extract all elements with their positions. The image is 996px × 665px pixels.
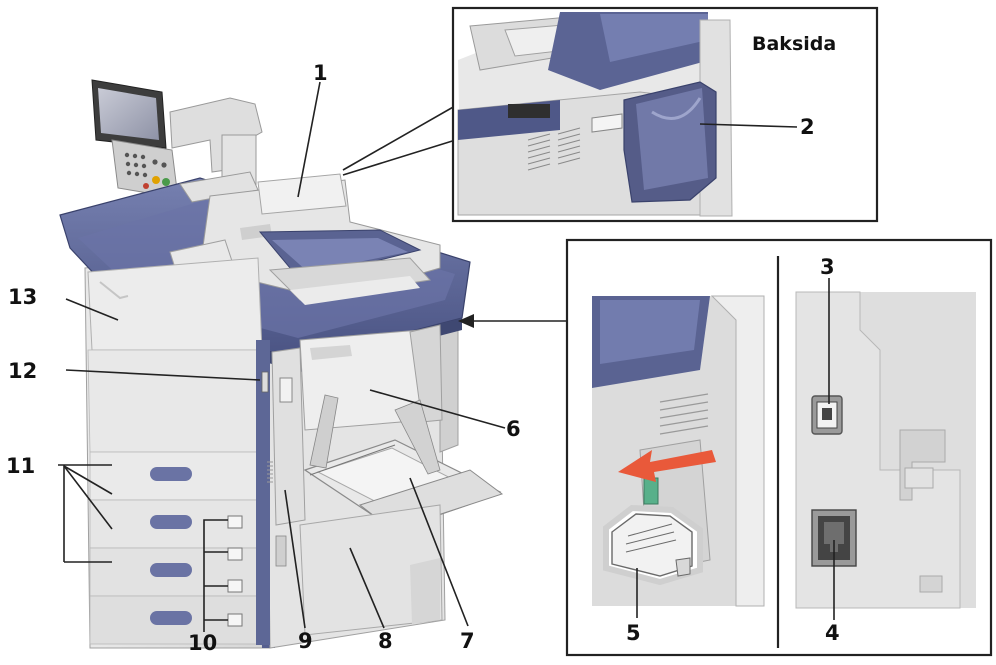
rear-view-inset: Baksida [342,6,879,223]
callout-13: 13 [8,285,37,309]
port-cover-icon [603,504,703,586]
callout-7: 7 [460,629,475,653]
paper-drawers [89,451,265,645]
red-arrow-icon [618,450,716,482]
callout-8: 8 [378,629,393,653]
callout-4: 4 [825,621,840,645]
callout-labels: 1 2 3 4 5 6 7 8 9 10 11 12 13 [6,61,840,655]
inset-title: Baksida [752,33,836,55]
callout-3: 3 [820,255,835,279]
callout-1: 1 [313,61,328,85]
callout-5: 5 [626,621,641,645]
control-panel [91,79,179,199]
copier-illustration [59,79,504,649]
callout-6: 6 [506,417,521,441]
callout-10: 10 [188,631,217,655]
usb-port-icon [811,395,843,435]
document-tray-icon [623,81,717,203]
callout-12: 12 [8,359,37,383]
pointer-arrow-icon [458,314,474,328]
ports-inset [458,238,993,657]
callout-11: 11 [6,454,35,478]
callout-2: 2 [800,115,815,139]
callout-9: 9 [298,629,313,653]
leader-lines [58,81,835,632]
